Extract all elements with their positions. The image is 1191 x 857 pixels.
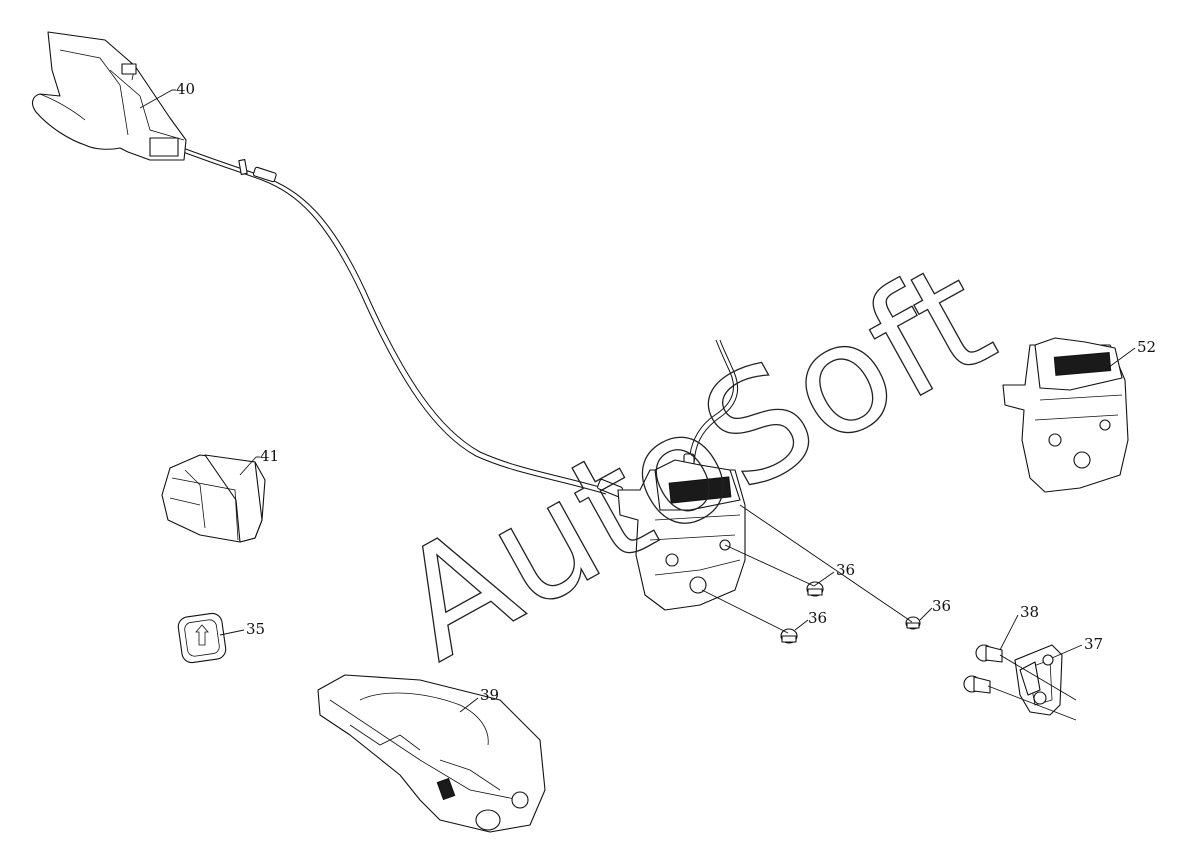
bumper-part-41 — [161, 454, 266, 543]
screw-part-36-b — [780, 628, 798, 644]
callout-40: 40 — [176, 80, 195, 98]
screw-part-36-a — [806, 581, 824, 597]
callout-39: 39 — [480, 686, 499, 704]
callout-36-c: 36 — [932, 597, 951, 615]
bolt-part-38-a — [975, 644, 1003, 663]
screw-part-36-c — [905, 616, 921, 630]
outer-handle-part-39 — [317, 674, 546, 833]
callout-38: 38 — [1020, 603, 1039, 621]
door-lock-assembly — [617, 459, 746, 611]
lock-assembly-part-52 — [1002, 337, 1129, 493]
release-cable — [182, 147, 623, 498]
watermark-text: AutoSoft — [371, 230, 1019, 695]
callout-52: 52 — [1137, 338, 1156, 356]
callout-41: 41 — [260, 447, 279, 465]
inner-handle-part-40 — [31, 31, 187, 161]
bolt-part-38-b — [963, 675, 991, 694]
leader-lines — [139, 89, 1136, 721]
callout-36-b: 36 — [808, 609, 827, 627]
callout-35: 35 — [246, 620, 265, 638]
callout-36-a: 36 — [836, 561, 855, 579]
striker-part-37 — [1014, 644, 1063, 716]
cap-part-35 — [177, 612, 227, 664]
callout-37: 37 — [1084, 635, 1103, 653]
